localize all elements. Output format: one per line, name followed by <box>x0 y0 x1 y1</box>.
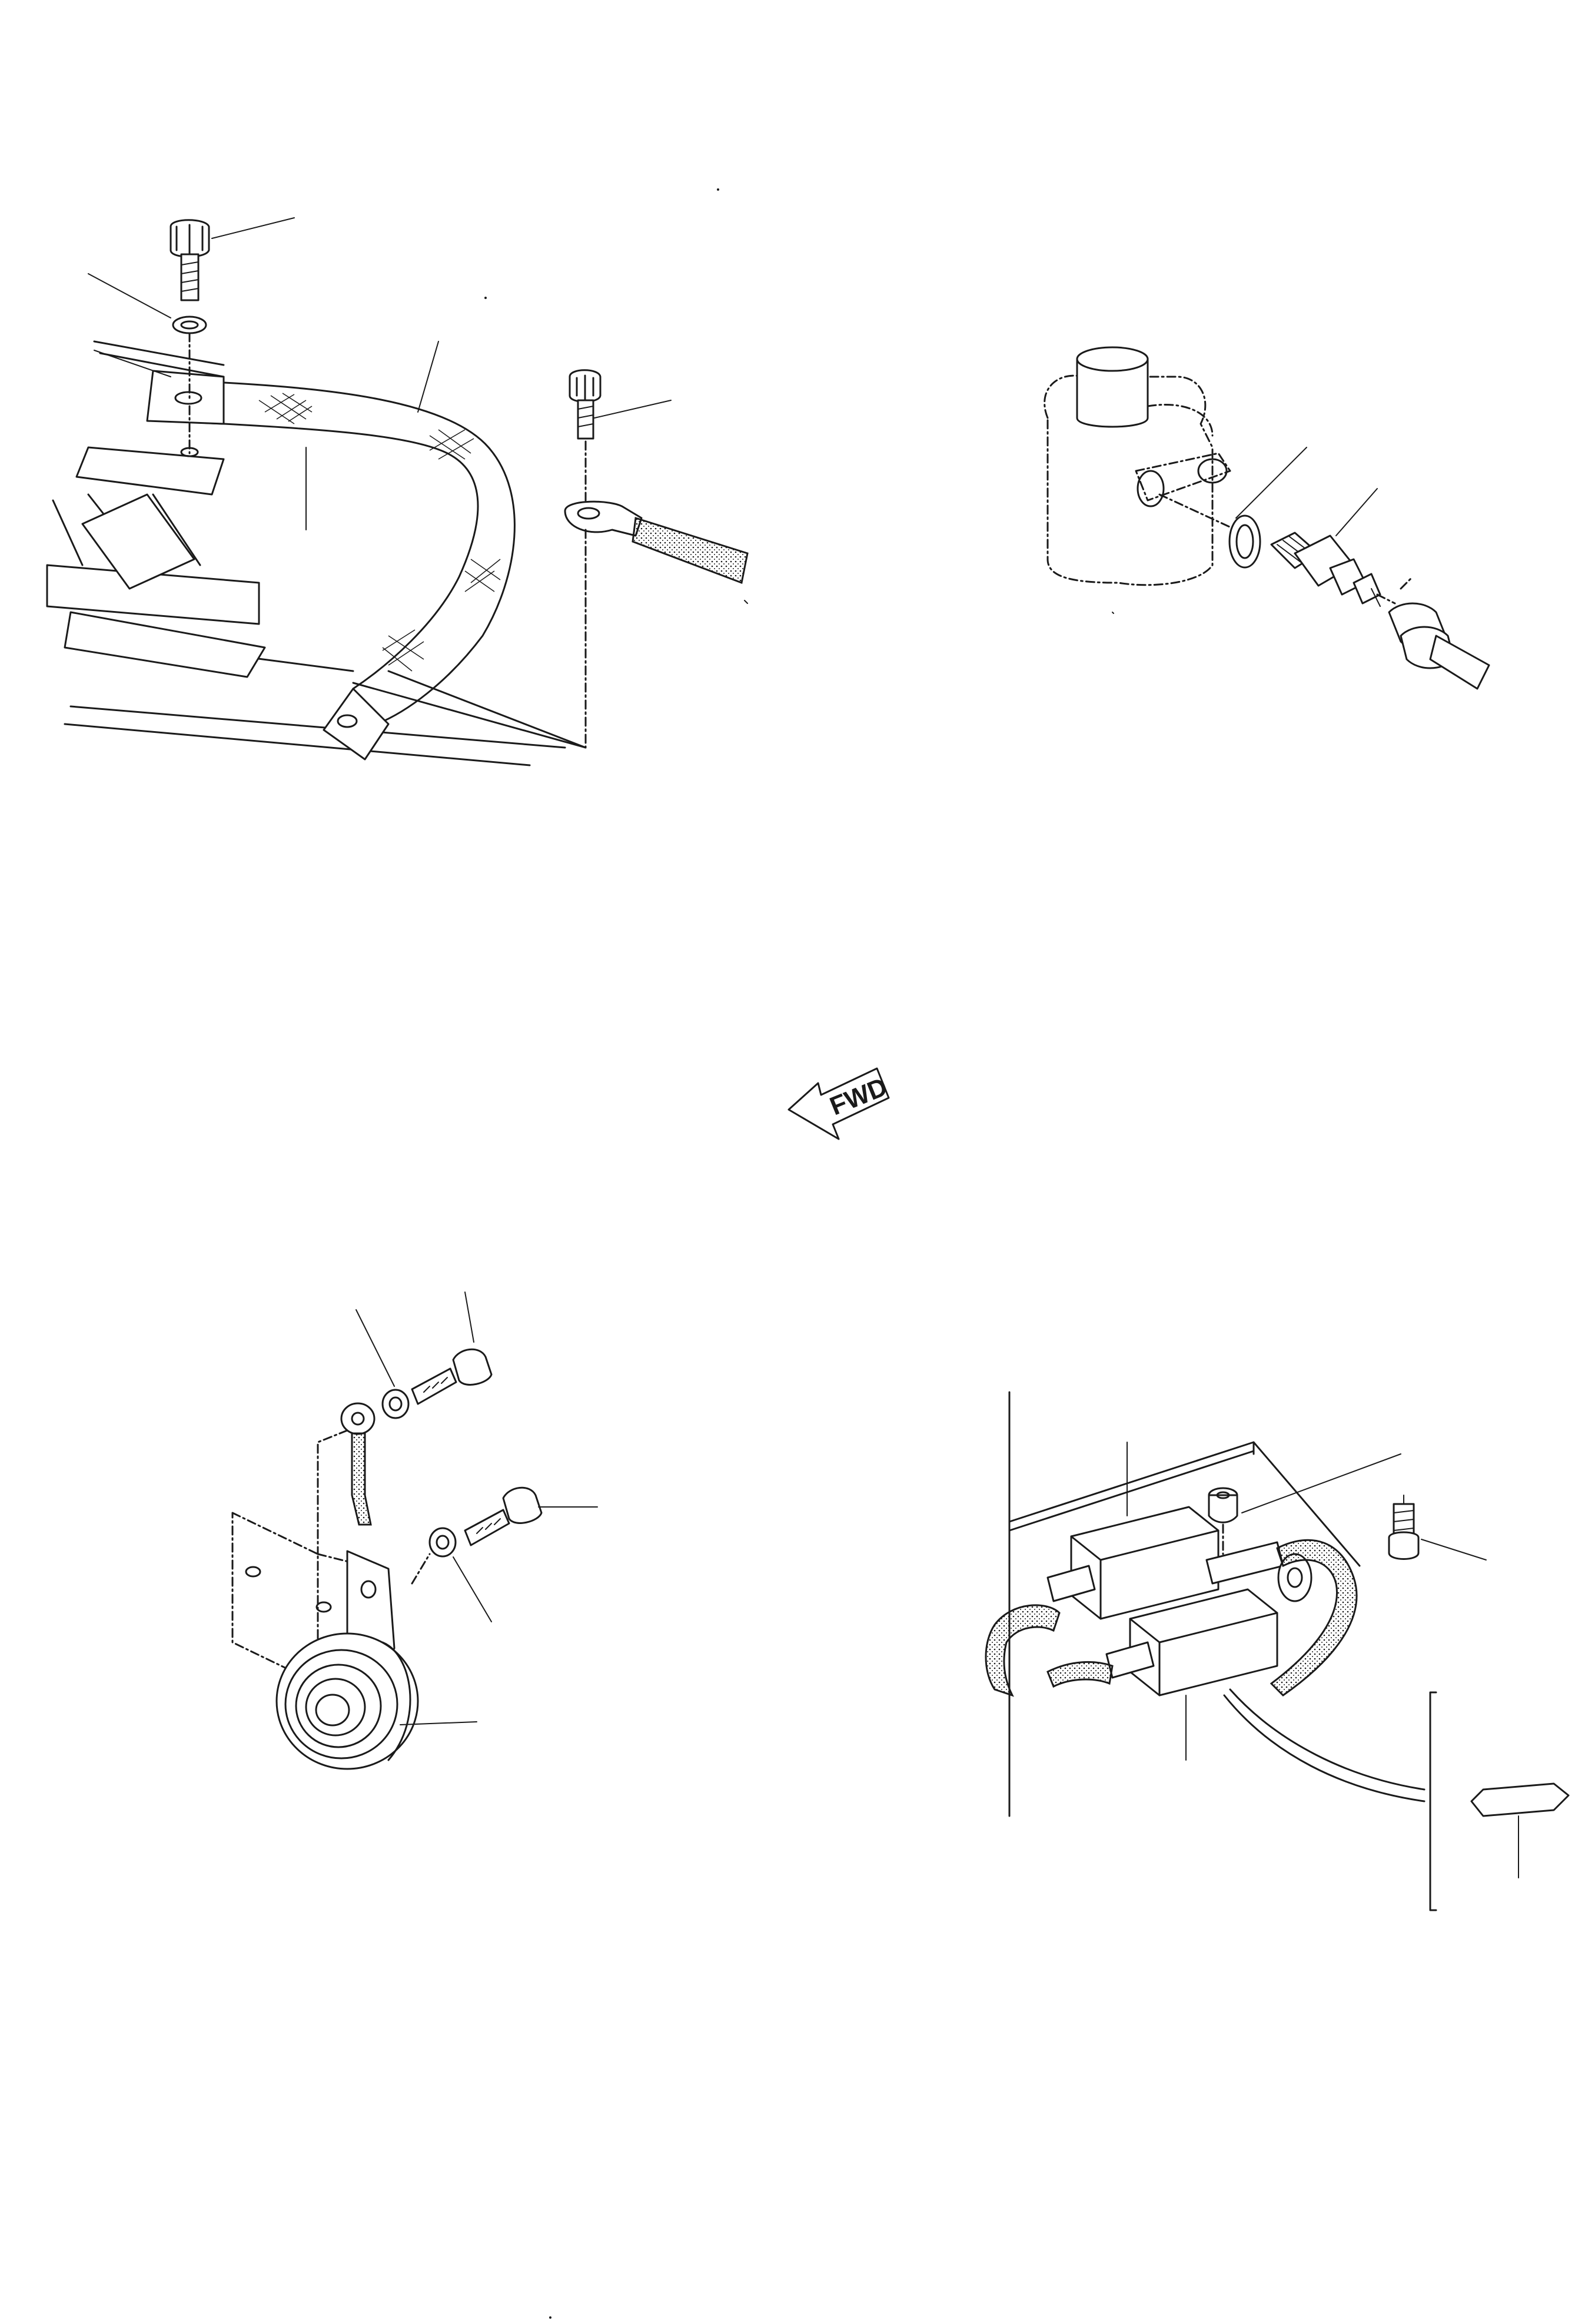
coil-mount-bolt <box>1208 1487 1238 1555</box>
leader-lines-panel-2 <box>1112 447 1378 614</box>
sensor-housing <box>1044 346 1237 586</box>
coil-wiring <box>985 1539 1426 1802</box>
scan-specks <box>484 188 719 2319</box>
horn-lower-bolt <box>411 1486 543 1585</box>
fwd-direction-arrow: FWD <box>788 1067 891 1140</box>
frame-rails <box>46 340 566 766</box>
horn-upper-terminal <box>317 1348 493 1555</box>
pressure-switch <box>1270 532 1414 605</box>
pressure-sensor-panel <box>1044 346 1490 690</box>
top-bolt <box>170 219 210 457</box>
leader-lines-panel-3 <box>355 1292 598 1725</box>
ignition-coil-panel <box>985 1391 1570 1911</box>
side-bolt <box>1388 1495 1420 1560</box>
detached-bracket <box>1429 1691 1570 1911</box>
connector-plug <box>1371 588 1490 690</box>
sealing-washer <box>1228 514 1261 569</box>
lower-coil <box>1105 1588 1278 1696</box>
upper-coil <box>1046 1506 1312 1620</box>
horn <box>275 1632 419 1770</box>
ground-strap <box>146 370 516 761</box>
horn-panel <box>231 1292 598 1770</box>
leader-lines-panel-4 <box>1127 1442 1487 1761</box>
leader-lines-panel-1 <box>88 217 748 604</box>
ground-strap-panel <box>46 217 749 766</box>
terminal-bolt <box>352 369 749 749</box>
mounting-plate <box>1008 1391 1361 1817</box>
